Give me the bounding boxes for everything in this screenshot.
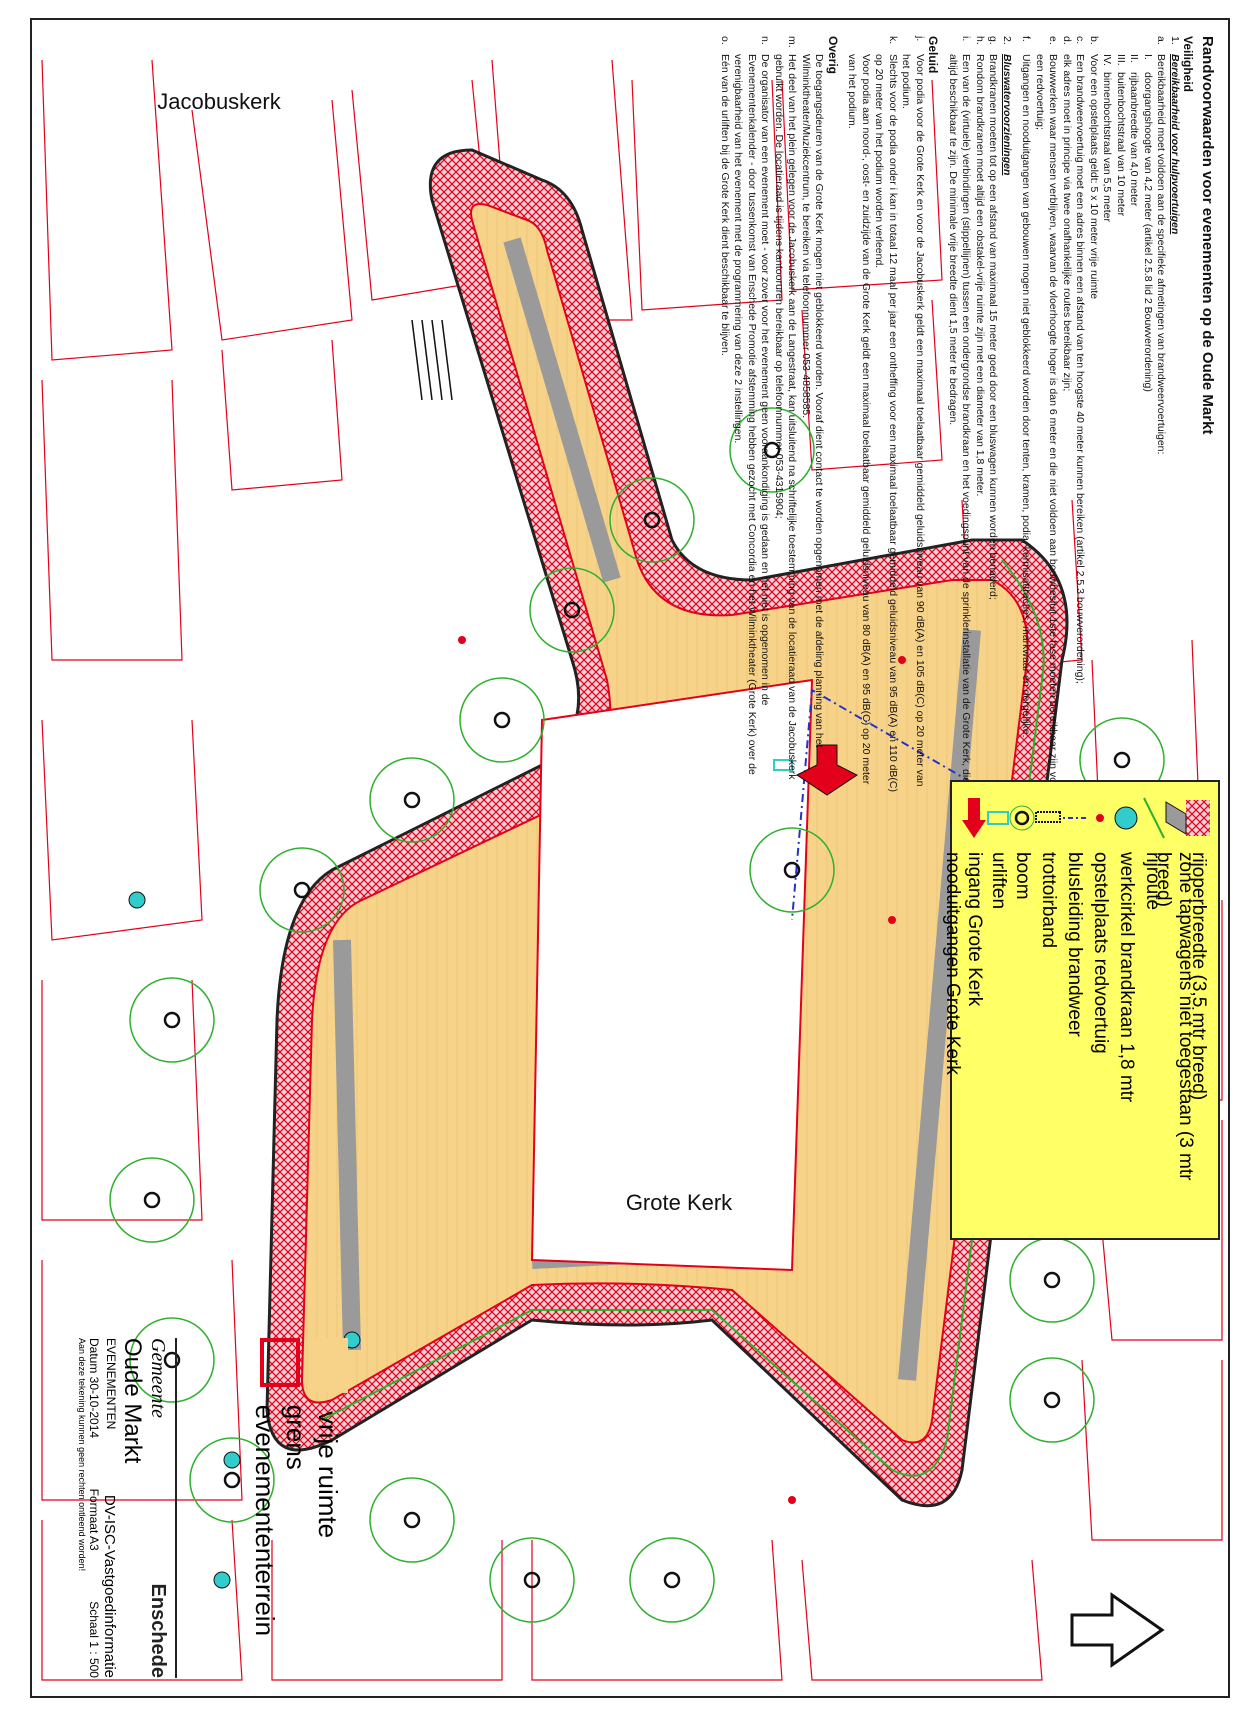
- item-l: Voor podia aan noord-, oost- en zuidzijd…: [846, 54, 873, 785]
- item-f: Uitgangen en nooduitgangen van gebouwen …: [1020, 54, 1033, 738]
- entrance-arrow-icon: [796, 744, 858, 796]
- item-key: i.: [960, 36, 973, 42]
- grey-zone-icon: [1165, 801, 1187, 835]
- item-i: Een van de (virtuele) verbindingen (stip…: [947, 54, 973, 792]
- free-space-swatch: [308, 1338, 348, 1393]
- item-key: e.: [1047, 36, 1060, 45]
- legend-item: boom: [1012, 852, 1033, 900]
- sub-key: IV.: [1101, 54, 1114, 66]
- red-dot-icon: [1096, 814, 1104, 822]
- rotated-sheet: Randvoorwaarden voor evenementen op de O…: [32, 20, 1228, 1696]
- conditions-text: Randvoorwaarden voor evenementen op de O…: [718, 36, 1216, 796]
- legend-item: rijroute: [1142, 852, 1163, 911]
- title-block: Gemeente Enschede Oude Markt EVENEMENTEN…: [77, 1338, 177, 1678]
- sub-key: II.: [1128, 54, 1141, 63]
- grote-kerk-label: Grote Kerk: [625, 1190, 733, 1216]
- sub-item: buitenbochtstraal van 10 meter: [1115, 72, 1127, 217]
- department: DV-ISC-Vastgoedinformatie: [101, 1494, 118, 1678]
- heading-bereikbaarheid: Bereikbaarheid voor hulpvoertuigen: [1169, 54, 1181, 235]
- sub-key: III.: [1115, 54, 1127, 66]
- item-e: Bouwwerken waar mensen verblijven, waarv…: [1034, 54, 1060, 793]
- legend-item: werkcirkel brandkraan 1,8 mtr: [1116, 852, 1137, 1103]
- item-key: m.: [786, 36, 799, 48]
- urlift-icon: [987, 811, 1009, 825]
- map-sheet-frame: Randvoorwaarden voor evenementen op de O…: [30, 18, 1230, 1698]
- item-key: b.: [1088, 36, 1100, 45]
- item-a: Bereikbaarheid moet voldoen aan de speci…: [1155, 54, 1168, 455]
- item-key: f.: [1020, 36, 1033, 42]
- format: Formaat A3: [87, 1488, 101, 1551]
- legend-item: nooduitgangen Grote Kerk: [942, 852, 963, 1075]
- section-overig: Overig: [826, 36, 840, 75]
- heading-bluswater: Bluswatervoorzieningen: [1001, 54, 1013, 176]
- item-j: Voor podia voor de Grote Kerk en voor de…: [900, 54, 927, 787]
- item-key: n.: [759, 36, 772, 45]
- item-h: Rondom brandkranen moet altijd een obsta…: [974, 54, 986, 497]
- disclaimer: Aan deze tekening kunnen geen rechten on…: [77, 1338, 87, 1572]
- legend-item: blusleiding brandweer: [1064, 852, 1085, 1037]
- item-key: d.: [1061, 36, 1073, 45]
- city-name: Enschede: [147, 1583, 169, 1678]
- pavement-strip: [898, 629, 981, 1381]
- item-key: o.: [719, 36, 731, 45]
- legend-boundary-label: grens evenemententerrein: [250, 1404, 311, 1637]
- legend-item: urliften: [988, 852, 1009, 910]
- date: Datum 30-10-2014: [87, 1338, 101, 1439]
- boundary-swatch: [260, 1338, 300, 1387]
- blusleiding-line: [791, 688, 1003, 921]
- org-name: Gemeente: [147, 1338, 169, 1418]
- route-line-icon: [1143, 797, 1165, 839]
- hydrant-icon: [1114, 806, 1138, 830]
- dashed-line-icon: [1062, 817, 1086, 819]
- item-key: h.: [974, 36, 986, 45]
- legend-free-space: vrije ruimte: [304, 1338, 352, 1668]
- item-key: k.: [887, 36, 899, 45]
- heading-number: 1.: [1169, 36, 1181, 45]
- item-c: Een brandweervoertuig moet een adres bin…: [1074, 54, 1087, 684]
- sheet-title: Randvoorwaarden voor evenementen op de O…: [1199, 36, 1216, 435]
- legend-free-space-label: vrije ruimte: [313, 1411, 344, 1539]
- hatch-symbol-icon: [1186, 800, 1210, 836]
- item-n: Het deel van het plein gelegen voor de J…: [773, 54, 799, 780]
- scale: Schaal 1 : 500: [87, 1601, 101, 1678]
- section-geluid: Geluid: [926, 36, 941, 74]
- item-g: Brandkranen moeten tot op een afstand va…: [987, 54, 1000, 600]
- jacobuskerk-label: Jacobuskerk: [157, 88, 281, 114]
- grote-kerk-building: [530, 678, 814, 1272]
- pavement-strip: [333, 939, 361, 1351]
- item-key: c.: [1074, 36, 1087, 45]
- area-legend: vrije ruimte grens evenemententerrein: [250, 1338, 352, 1668]
- map-legend: rijoperbreedte (3,5 mtr breed) zone tapw…: [942, 780, 1220, 1240]
- legend-item: opstelplaats redvoertuig: [1090, 852, 1111, 1054]
- legend-item: trottoirband: [1038, 852, 1059, 949]
- item-p: Eén van de urliften bij de Grote Kerk di…: [719, 54, 731, 356]
- tree-icon: [1009, 805, 1035, 831]
- subject: EVENEMENTEN: [104, 1338, 118, 1430]
- item-m: De toegangsdeuren van de Grote Kerk moge…: [800, 54, 826, 748]
- north-arrow-icon: [1070, 1592, 1165, 1668]
- sub-item: binnenbochtstraal van 5,5 meter: [1101, 72, 1114, 223]
- item-d: elk adres moet in principe via twee onaf…: [1061, 54, 1073, 392]
- item-b: Voor een opstelplaats geldt: 5 x 10 mete…: [1088, 54, 1100, 300]
- sub-item: rijbaanbreedte van 4,0 meter: [1128, 72, 1141, 207]
- urliften-icon: [773, 759, 793, 771]
- section-veiligheid: Veiligheid: [1181, 36, 1196, 93]
- rijroute-line: [321, 559, 1045, 1477]
- item-k: Slechts voor de podia onder i kan in tot…: [873, 54, 900, 792]
- curb-icon: [1035, 811, 1061, 823]
- heading-number: 2.: [1001, 36, 1013, 45]
- red-arrow-icon: [962, 798, 986, 838]
- item-key: j.: [914, 36, 926, 42]
- item-o: De organisator van een evenement moet - …: [732, 54, 772, 775]
- stairs: [411, 319, 453, 401]
- legend-boundary: grens evenemententerrein: [250, 1338, 311, 1668]
- item-key: g.: [987, 36, 1000, 45]
- sub-item: doorgangshoogte van 4,2 meter (artikel 2…: [1142, 72, 1154, 392]
- site-map: [41, 59, 1223, 1681]
- pavement-strip: [503, 237, 621, 583]
- sub-key: I.: [1142, 54, 1154, 60]
- place-name: Oude Markt: [119, 1338, 146, 1464]
- item-key: a.: [1155, 36, 1168, 45]
